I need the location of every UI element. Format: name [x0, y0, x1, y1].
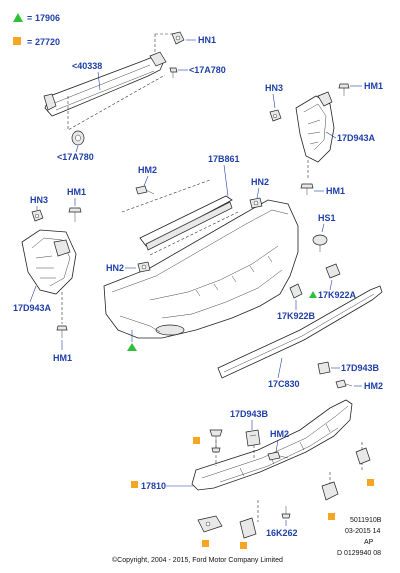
screw-16k262	[281, 506, 291, 519]
triangle-marker-bumper	[127, 343, 137, 351]
label-17c830: 17C830	[268, 379, 300, 389]
reference-line-3: AP	[364, 539, 374, 546]
reference-block: 5011910B 03-2015 14 AP D 0129940 08	[337, 517, 382, 557]
label-hm1-right-mid: HM1	[326, 186, 345, 196]
push-pin-left	[209, 429, 223, 453]
bumper-reinforcement-beam	[43, 51, 167, 117]
label-hn2-left: HN2	[106, 263, 124, 273]
label-40338: <40338	[72, 61, 102, 71]
label-hn3-left: HN3	[30, 195, 48, 205]
reference-line-1: 5011910B	[350, 517, 382, 524]
label-17b861: 17B861	[208, 154, 240, 164]
bracket-17d943b-right	[317, 361, 331, 375]
label-hn3-right: HN3	[265, 83, 283, 93]
hn2-left-clip	[137, 261, 151, 273]
square-marker-right-bracket	[367, 479, 374, 486]
bracket-17d943b-left	[245, 429, 261, 447]
label-hm1-left-top: HM1	[67, 187, 86, 197]
cap-17k922b	[289, 283, 303, 299]
legend-square-label: 27720	[35, 37, 60, 47]
plug-17a780-left	[71, 130, 85, 146]
label-hm1-left-bottom: HM1	[53, 353, 72, 363]
hn2-top-clip	[249, 197, 263, 209]
label-17a780-left: <17A780	[57, 152, 94, 162]
screw-17a780-right	[169, 67, 178, 78]
label-16k262: 16K262	[266, 528, 298, 538]
label-17810: 17810	[141, 481, 166, 491]
legend-triangle-label: 17906	[35, 13, 60, 23]
hm2-bottom-screw	[267, 451, 289, 461]
label-17a780-right: <17A780	[189, 65, 226, 75]
label-hm2-top: HM2	[138, 165, 157, 175]
label-hn1-top: HN1	[198, 35, 216, 45]
legend-triangle-equals: =	[27, 13, 32, 23]
triangle-marker-17k922a	[309, 291, 317, 298]
hm1-left-bottom-screw	[56, 325, 68, 338]
copyright-text: ©Copyright, 2004 - 2015, Ford Motor Comp…	[112, 556, 283, 564]
legend-square-equals: =	[27, 37, 32, 47]
label-hs1: HS1	[318, 213, 336, 223]
label-17d943a-right: 17D943A	[337, 133, 376, 143]
legend-triangle-marker	[13, 13, 23, 22]
bracket-bottom-left	[197, 515, 223, 533]
hn1-clip	[171, 31, 185, 45]
square-marker-17810	[131, 481, 138, 488]
cap-17k922a	[325, 263, 341, 279]
hm2-right-screw	[335, 379, 353, 389]
hm1-right-mid-screw	[300, 183, 314, 195]
label-hm2-bottom: HM2	[270, 429, 289, 439]
label-17k922b: 17K922B	[277, 311, 316, 321]
hn3-right-nut	[269, 109, 282, 122]
square-marker-push-pin	[193, 437, 200, 444]
hm1-left-top-screw	[68, 207, 82, 222]
lower-diffuser-17c830	[217, 285, 383, 379]
label-hm1-right-top: HM1	[364, 81, 383, 91]
hm2-top-screw	[135, 185, 155, 195]
label-17d943b-right: 17D943B	[341, 363, 380, 373]
right-bracket-17d943a	[295, 91, 335, 163]
legend-square-marker	[13, 37, 21, 45]
label-hn2-top: HN2	[251, 177, 269, 187]
clip-lower-right	[321, 481, 339, 501]
hs1-fastener	[312, 234, 328, 252]
hm1-right-top-screw	[338, 83, 350, 96]
label-17d943a-left: 17D943A	[13, 303, 52, 313]
left-bracket-17d943a	[21, 229, 77, 295]
reference-line-4: D 0129940 08	[337, 550, 381, 557]
hn3-left-nut	[31, 209, 44, 222]
reflector-strip-17b861	[139, 195, 233, 251]
reference-line-2: 03-2015 14	[345, 528, 381, 535]
label-hm2-right: HM2	[364, 381, 383, 391]
label-17d943b-left: 17D943B	[230, 409, 269, 419]
square-marker-bottom-left	[202, 540, 209, 547]
bracket-16k262	[239, 517, 257, 539]
square-marker-16k262	[240, 542, 247, 549]
lower-valance-17810	[191, 399, 353, 491]
rear-bumper-cover	[103, 199, 299, 339]
label-17k922a: 17K922A	[318, 290, 357, 300]
small-bracket-right	[355, 447, 371, 465]
legend: = 17906 = 27720	[13, 13, 60, 47]
square-marker-lower-right	[328, 513, 335, 520]
